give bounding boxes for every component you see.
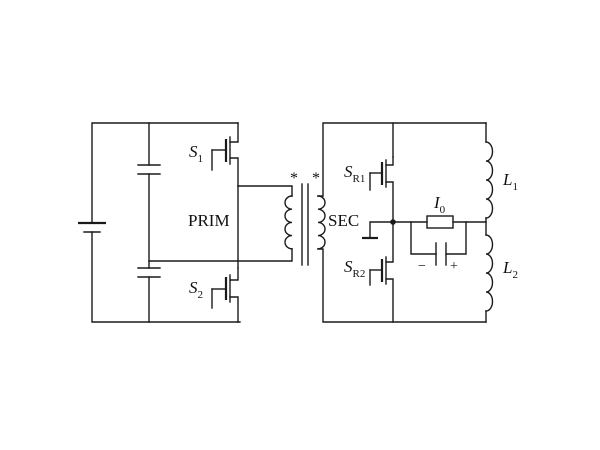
load-resistor	[426, 215, 454, 229]
primary-winding	[284, 195, 293, 250]
secondary-top-lead	[317, 122, 487, 197]
label-sec: SEC	[328, 211, 359, 230]
battery	[78, 221, 106, 233]
secondary-winding	[317, 195, 326, 250]
transformer: * *	[284, 170, 326, 266]
label-sr1: SR1	[344, 162, 365, 185]
label-s1: S1	[189, 142, 203, 165]
mosfet-sr2	[369, 221, 394, 323]
inductor-l1	[485, 141, 494, 219]
label-l1: L1	[502, 170, 518, 193]
mosfet-s1	[211, 122, 239, 187]
label-prim: PRIM	[188, 211, 230, 230]
primary-capacitor-top	[137, 164, 161, 175]
mosfet-sr1	[369, 156, 394, 223]
secondary-bottom-lead	[317, 248, 487, 323]
label-i0: I0	[433, 193, 446, 216]
output-cap-wire	[410, 221, 467, 255]
primary-capacitor-bottom	[137, 267, 161, 278]
cap-minus-label: −	[418, 259, 426, 274]
dot-primary: *	[290, 170, 298, 187]
inductor-l2	[485, 234, 494, 312]
dot-secondary: *	[312, 170, 320, 187]
primary-midpoint-wire	[148, 248, 293, 262]
cap-plus-label: +	[450, 259, 458, 274]
label-sr2: SR2	[344, 257, 365, 280]
primary-outer-wire	[91, 122, 241, 323]
primary-switch-node-wire	[237, 185, 293, 197]
mosfet-s2	[211, 267, 239, 323]
label-s2: S2	[189, 278, 203, 301]
primary-side: S1 S2 PRIM	[78, 122, 293, 323]
secondary-side: − + SR1 SR2 SEC I0 L1 L2	[317, 122, 518, 323]
label-l2: L2	[502, 258, 518, 281]
ground-stub	[369, 221, 394, 239]
